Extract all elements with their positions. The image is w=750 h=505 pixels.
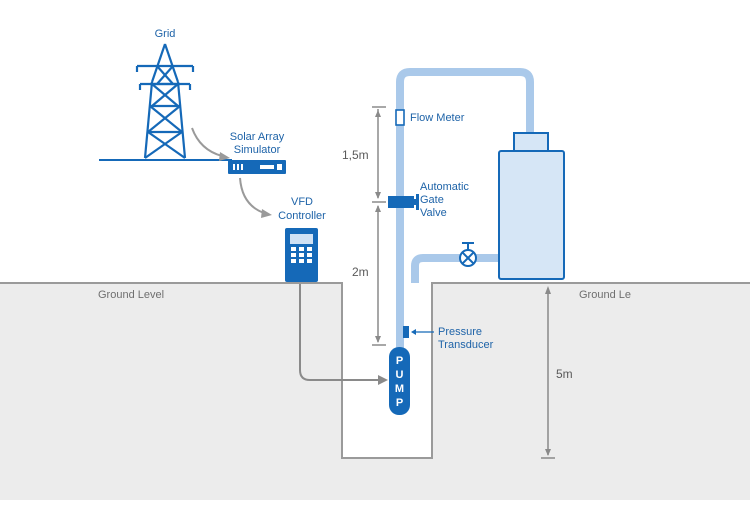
dim-lower-arrow-bottom (375, 336, 381, 343)
pump-body (389, 347, 410, 415)
storage-tank (498, 132, 565, 280)
return-pipe (411, 254, 500, 283)
dimension-upper-label: 1,5m (342, 148, 369, 162)
arrow-grid-to-simulator (191, 127, 223, 157)
tank-body (498, 150, 565, 280)
pressure-label-line2: Transducer (438, 339, 494, 351)
vfd-label-line2: Controller (278, 210, 326, 222)
pressure-label-line1: Pressure (438, 326, 482, 338)
solar-array-simulator-icon (228, 160, 286, 174)
vfd-controller-icon (285, 228, 318, 282)
vfd-cable-arrow (378, 375, 388, 385)
ground-level-label-right: Ground Le (579, 289, 631, 301)
dim-well-arrow-bottom (545, 449, 551, 456)
ground-level-label-left: Ground Level (98, 289, 164, 301)
solar-label-line1: Solar Array (230, 131, 285, 143)
pump-letter-4: P (396, 397, 403, 409)
valve-label-line1: Automatic (420, 181, 469, 193)
pump-letter-3: M (395, 383, 404, 395)
dim-lower-arrow-top (375, 205, 381, 212)
dim-upper-arrow-top (375, 110, 381, 117)
hand-valve-icon (459, 242, 477, 267)
transmission-tower-icon (135, 43, 195, 159)
pressure-transducer-icon (403, 326, 409, 338)
dim-well-arrow-top (545, 286, 551, 294)
riser-pipe (396, 68, 534, 350)
valve-label-line2: Gate (420, 194, 444, 206)
ground-fill (0, 283, 750, 500)
dimension-lower-label: 2m (352, 265, 369, 279)
pump-letter-2: U (396, 369, 404, 381)
dimension-lower (372, 206, 386, 346)
dimension-upper (372, 106, 386, 203)
vfd-cable (299, 284, 380, 381)
dimension-well (541, 290, 555, 459)
ground (0, 282, 750, 500)
pressure-leader-arrow (411, 329, 416, 335)
solar-label-line2: Simulator (234, 144, 281, 156)
dimension-well-label: 5m (556, 367, 573, 381)
dim-upper-arrow-bottom (375, 192, 381, 199)
arrow-simulator-to-vfd-head (261, 209, 272, 218)
pump-letter-1: P (396, 355, 403, 367)
arrow-simulator-to-vfd (239, 177, 265, 214)
vfd-label-line1: VFD (291, 196, 313, 208)
ground-outline (0, 282, 750, 459)
pump: P U M P (389, 347, 410, 415)
flow-meter-label: Flow Meter (410, 112, 465, 124)
flow-meter-icon (395, 109, 405, 126)
arrow-grid-to-simulator-head (219, 152, 230, 161)
gate-valve-icon (388, 194, 419, 210)
grid-label: Grid (155, 28, 176, 40)
valve-label-line3: Valve (420, 207, 447, 219)
piping (396, 68, 534, 350)
